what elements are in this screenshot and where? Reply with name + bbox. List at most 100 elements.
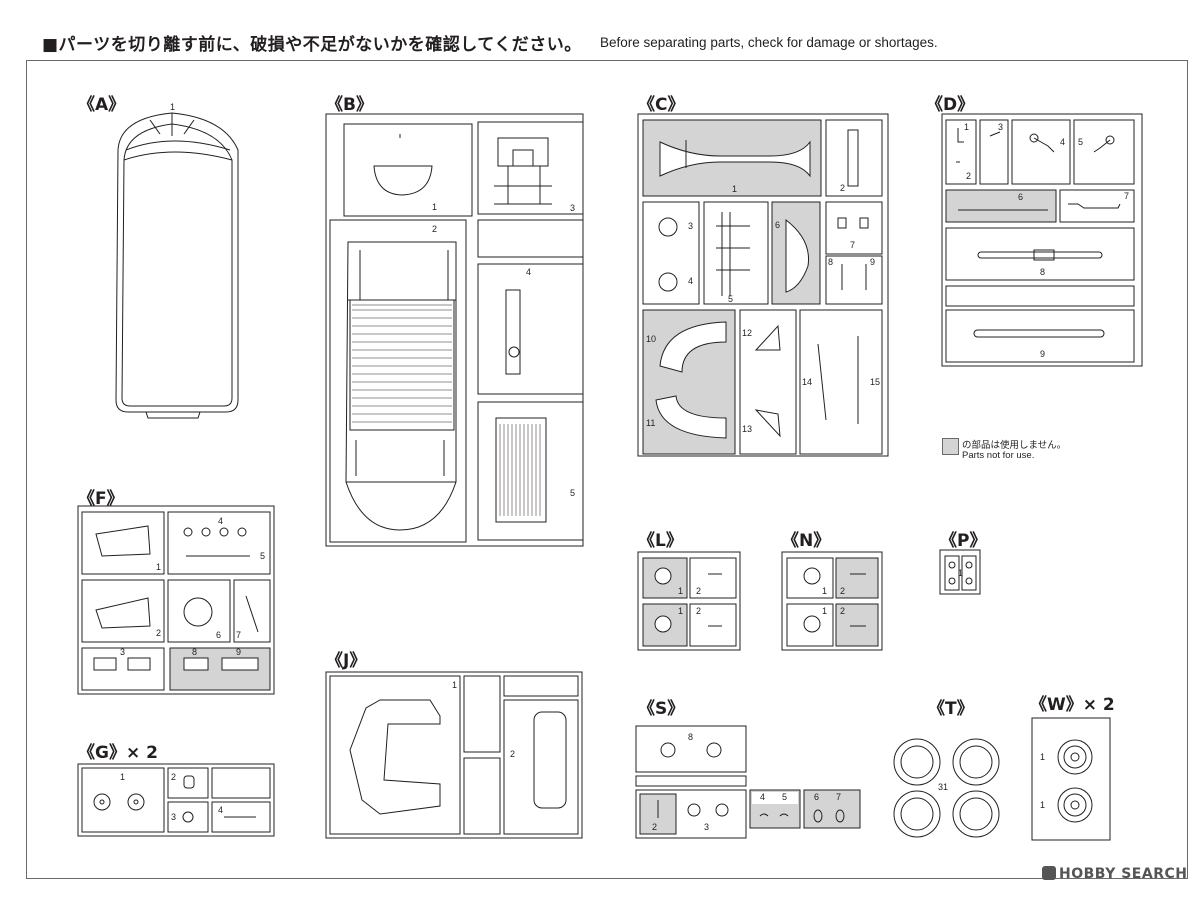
part-num-s-6: 6 (814, 792, 819, 802)
legend-text-en: Parts not for use. (962, 450, 1035, 461)
part-num-s-4: 4 (760, 792, 765, 802)
part-num-f-4: 4 (218, 516, 223, 526)
part-num-c-8: 8 (828, 257, 833, 267)
sprue-s: 8 2 3 4 5 6 7 (635, 725, 861, 839)
sprue-a: 1 (115, 102, 239, 419)
part-num-d-6: 6 (1018, 192, 1023, 202)
part-num-c-15: 15 (870, 377, 880, 387)
part-num-a-1: 1 (170, 102, 175, 112)
sprue-g: 1 2 3 4 (77, 763, 275, 837)
part-num-w-1b: 1 (1040, 800, 1045, 810)
part-num-g-1: 1 (120, 772, 125, 782)
legend-text-ja: の部品は使用しません。 (962, 440, 1067, 451)
group-label-g: 《G》× 2 (78, 743, 158, 763)
group-label-b: 《B》 (326, 95, 373, 115)
part-num-c-1: 1 (732, 184, 737, 194)
part-num-c-10: 10 (646, 334, 656, 344)
part-num-g-4: 4 (218, 805, 223, 815)
part-num-c-14: 14 (802, 377, 812, 387)
sprue-t: 31 (893, 738, 1000, 838)
group-label-p: 《P》 (940, 531, 987, 551)
group-label-c: 《C》 (638, 95, 685, 115)
part-num-d-2: 2 (966, 171, 971, 181)
part-num-s-3: 3 (704, 822, 709, 832)
part-num-f-2: 2 (156, 628, 161, 638)
group-label-w: 《W》× 2 (1030, 695, 1115, 715)
part-num-d-3: 3 (998, 122, 1003, 132)
part-num-f-1: 1 (156, 562, 161, 572)
part-num-s-8: 8 (688, 732, 693, 742)
part-num-n-1a: 1 (822, 586, 827, 596)
sprue-b: 1 2 3 4 5 (325, 113, 584, 547)
part-num-j-2: 2 (510, 749, 515, 759)
part-num-s-2: 2 (652, 822, 657, 832)
header-title-en: Before separating parts, check for damag… (600, 35, 938, 50)
part-num-f-9: 9 (236, 647, 241, 657)
part-num-s-7: 7 (836, 792, 841, 802)
group-label-l: 《L》 (638, 531, 683, 551)
part-num-l-2b: 2 (696, 606, 701, 616)
part-num-f-5: 5 (260, 551, 265, 561)
part-num-d-4: 4 (1060, 137, 1065, 147)
part-num-s-5: 5 (782, 792, 787, 802)
part-num-d-5: 5 (1078, 137, 1083, 147)
sprue-n: 1 2 1 2 (781, 551, 883, 651)
sprue-j: 1 2 (325, 671, 583, 839)
part-num-c-2: 2 (840, 183, 845, 193)
part-num-c-4: 4 (688, 276, 693, 286)
part-num-l-2a: 2 (696, 586, 701, 596)
part-num-b-2: 2 (432, 224, 437, 234)
part-num-n-2a: 2 (840, 586, 845, 596)
part-num-c-3: 3 (688, 221, 693, 231)
hobby-search-logo-icon (1042, 866, 1056, 880)
part-num-g-3: 3 (171, 812, 176, 822)
watermark: HOBBY SEARCH (1042, 866, 1187, 882)
part-num-w-1a: 1 (1040, 752, 1045, 762)
sprue-l: 1 2 1 2 (637, 551, 741, 651)
part-num-f-6: 6 (216, 630, 221, 640)
sprue-p: 1 (939, 549, 981, 595)
part-num-b-5: 5 (570, 488, 575, 498)
part-num-d-9: 9 (1040, 349, 1045, 359)
group-label-a: 《A》 (78, 95, 126, 115)
part-num-d-7: 7 (1124, 191, 1129, 201)
sprue-c: 1 2 3 4 5 6 7 8 9 10 11 12 13 14 15 (637, 113, 889, 457)
parts-frame (26, 60, 1188, 879)
part-num-b-1: 1 (432, 202, 437, 212)
group-label-d: 《D》 (926, 95, 975, 115)
part-num-c-6: 6 (775, 220, 780, 230)
part-num-n-2b: 2 (840, 606, 845, 616)
part-num-b-3: 3 (570, 203, 575, 213)
part-num-f-3: 3 (120, 647, 125, 657)
part-num-l-1b: 1 (678, 606, 683, 616)
legend-swatch (942, 438, 959, 455)
sprue-f: 1 2 3 4 5 6 7 8 9 (77, 505, 275, 695)
part-num-l-1a: 1 (678, 586, 683, 596)
part-num-c-7: 7 (850, 240, 855, 250)
sprue-d: 1 2 3 4 5 6 7 8 9 (941, 113, 1143, 367)
group-label-s: 《S》 (638, 699, 685, 719)
part-num-p-1: 1 (958, 568, 963, 578)
part-num-n-1b: 1 (822, 606, 827, 616)
part-num-d-8: 8 (1040, 267, 1045, 277)
part-num-f-7: 7 (236, 630, 241, 640)
part-num-c-11: 11 (646, 418, 655, 428)
part-num-c-13: 13 (742, 424, 752, 434)
part-num-c-12: 12 (742, 328, 752, 338)
part-num-b-4: 4 (526, 267, 531, 277)
header-title-ja: ■パーツを切り離す前に、破損や不足がないかを確認してください。 (42, 35, 582, 55)
part-num-f-8: 8 (192, 647, 197, 657)
part-num-c-5: 5 (728, 294, 733, 304)
group-label-t: 《T》 (928, 699, 974, 719)
group-label-f: 《F》 (78, 489, 124, 509)
part-num-t-31: 31 (938, 782, 948, 792)
sprue-w: 1 1 (1031, 717, 1111, 841)
part-num-g-2: 2 (171, 772, 176, 782)
part-num-d-1: 1 (964, 122, 969, 132)
part-num-j-1: 1 (452, 680, 457, 690)
group-label-n: 《N》 (782, 531, 831, 551)
part-num-c-9: 9 (870, 257, 875, 267)
group-label-j: 《J》 (326, 651, 367, 671)
